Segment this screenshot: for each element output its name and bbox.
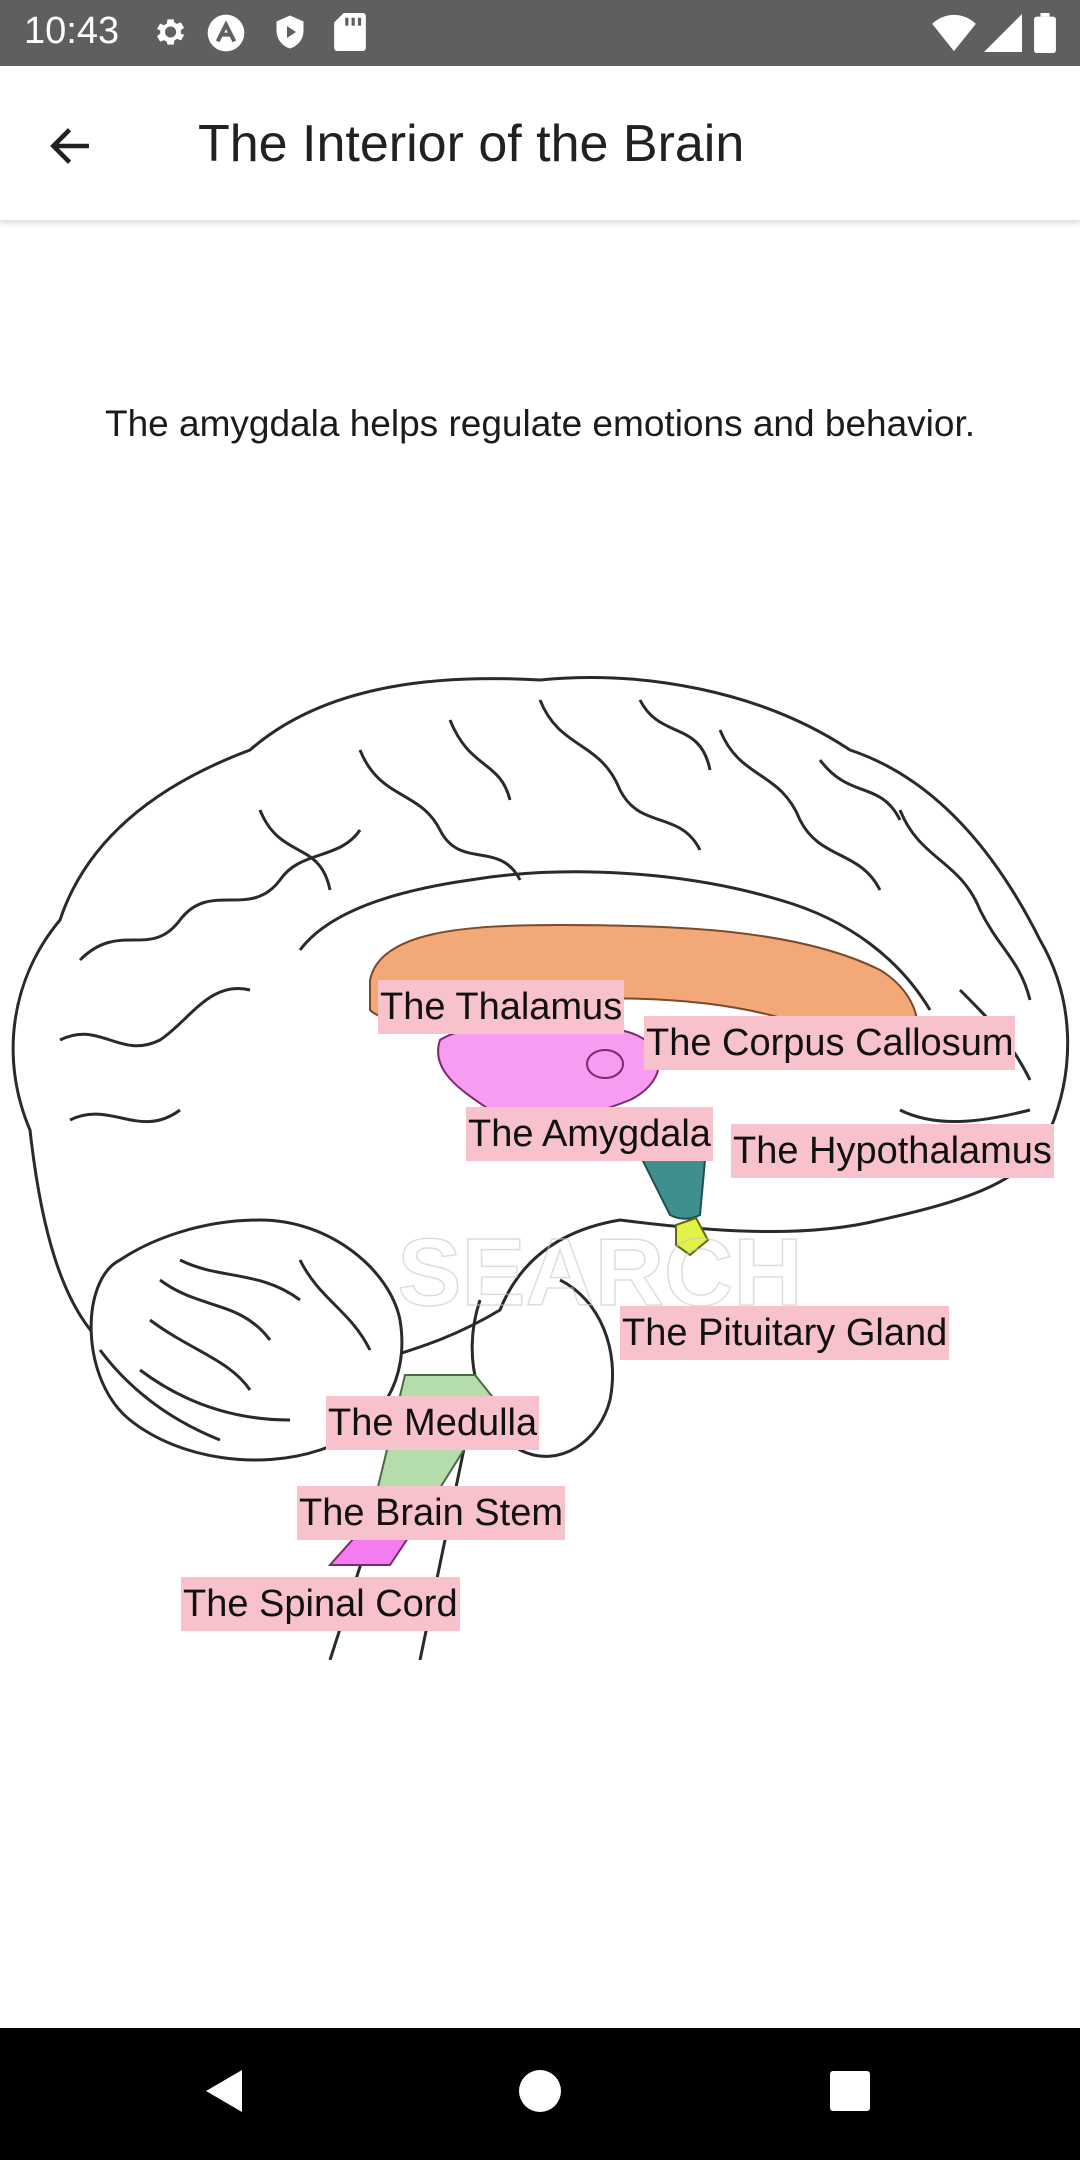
label-pituitary-gland[interactable]: The Pituitary Gland <box>620 1306 950 1360</box>
label-spinal-cord[interactable]: The Spinal Cord <box>181 1577 460 1631</box>
home-circle-icon[interactable] <box>518 2066 562 2116</box>
sd-card-icon <box>334 13 366 51</box>
page-title: The Interior of the Brain <box>198 115 745 173</box>
back-button[interactable] <box>30 106 110 186</box>
label-amygdala[interactable]: The Amygdala <box>466 1107 713 1161</box>
app-bar: The Interior of the Brain <box>0 66 1080 221</box>
signal-icon <box>984 14 1022 52</box>
label-hypothalamus[interactable]: The Hypothalamus <box>731 1124 1054 1178</box>
recents-square-icon[interactable] <box>828 2066 872 2116</box>
label-medulla[interactable]: The Medulla <box>326 1396 540 1450</box>
brain-illustration: SEARCH <box>11 676 1070 1661</box>
assistant-icon <box>207 14 245 52</box>
brain-diagram: SEARCH The Thalamus The Corpus Callosum … <box>0 660 1080 1661</box>
wifi-icon <box>932 14 976 52</box>
battery-icon <box>1034 13 1056 53</box>
label-thalamus[interactable]: The Thalamus <box>378 980 625 1034</box>
status-time: 10:43 <box>24 10 120 52</box>
status-bar: 10:43 <box>0 0 1080 66</box>
description-text: The amygdala helps regulate emotions and… <box>104 403 976 444</box>
settings-icon <box>156 19 185 45</box>
back-triangle-icon[interactable] <box>202 2066 246 2116</box>
system-nav-bar <box>0 2028 1080 2160</box>
label-corpus-callosum[interactable]: The Corpus Callosum <box>644 1016 1016 1070</box>
shield-play-icon <box>276 15 304 49</box>
arrow-left-icon <box>50 128 89 164</box>
label-brain-stem[interactable]: The Brain Stem <box>297 1486 565 1540</box>
